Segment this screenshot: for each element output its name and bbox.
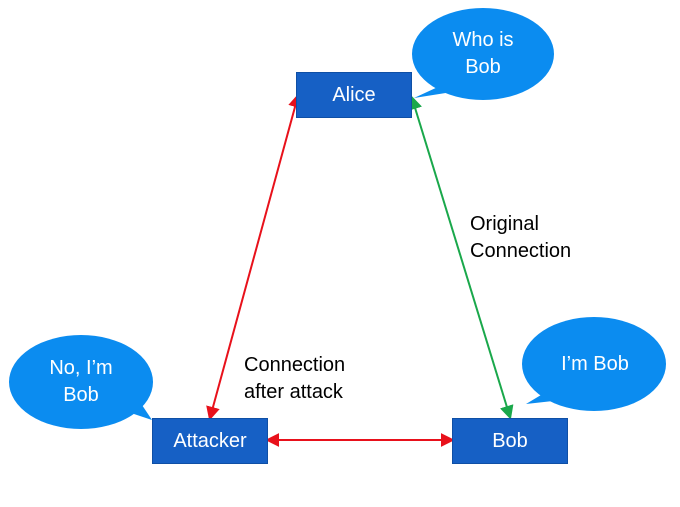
node-bob: Bob [452, 418, 568, 464]
edge-label-original-line-1: Original [470, 213, 539, 235]
bubble-alice-text: Who is Bob [413, 14, 553, 94]
bubble-bob-text: I’m Bob [524, 324, 666, 404]
bubble-attacker-text: No, I’m Bob [10, 342, 152, 422]
original-connection-alice-bob [408, 95, 514, 420]
edge-label-attack-line-2: after attack [244, 381, 343, 403]
bubble-attacker-line-1: No, I’m [49, 357, 113, 379]
attack-connection-alice-attacker [206, 93, 302, 421]
node-alice: Alice [296, 72, 412, 118]
edge-label-original-line-2: Connection [470, 240, 572, 262]
bubble-alice-line-1: Who is [452, 29, 514, 51]
bubble-attacker-line-2: Bob [63, 384, 99, 406]
bubble-alice-line-2: Bob [465, 56, 501, 78]
bubble-attacker [9, 335, 153, 429]
node-alice-label: Alice [332, 83, 376, 106]
node-attacker: Attacker [152, 418, 268, 464]
bubble-bob [522, 317, 666, 411]
bubble-alice [412, 8, 554, 100]
node-bob-label: Bob [492, 429, 528, 452]
node-attacker-label: Attacker [173, 429, 247, 452]
edge-label-attack-line-1: Connection [244, 354, 346, 376]
edge-label-attack: Connection after attack [244, 352, 345, 406]
edge-label-original: Original Connection [470, 211, 571, 265]
bubble-bob-line-1: I’m Bob [561, 352, 629, 375]
